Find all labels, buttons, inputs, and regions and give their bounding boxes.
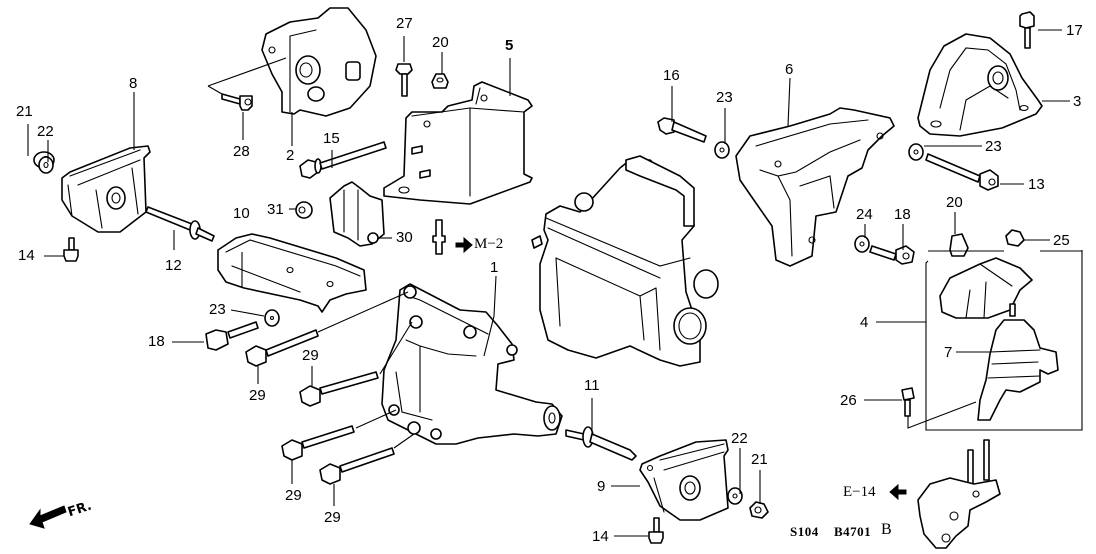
- callout-20-top[interactable]: 20: [432, 34, 449, 51]
- callout-5[interactable]: 5: [505, 37, 514, 54]
- callout-23-mid[interactable]: 23: [716, 89, 733, 106]
- callout-15[interactable]: 17: [1066, 22, 1083, 39]
- callout-29-d[interactable]: 29: [324, 509, 341, 526]
- part-16-bolt[interactable]: [299, 141, 387, 179]
- part-29-bolt-b[interactable]: [299, 371, 379, 407]
- part-30-damper[interactable]: [329, 181, 385, 247]
- callout-12[interactable]: 12: [165, 257, 182, 274]
- callout-29-c[interactable]: 29: [285, 487, 302, 504]
- part-22-washer-right[interactable]: [727, 487, 743, 505]
- part-29-bolt-c[interactable]: [281, 425, 355, 461]
- part-13-bolt[interactable]: [925, 153, 999, 191]
- crossref-m2[interactable]: M−2: [474, 236, 504, 252]
- callout-19[interactable]: 18: [148, 333, 165, 350]
- diagram-revision: B: [881, 521, 893, 538]
- part-11-stud[interactable]: [565, 426, 637, 461]
- part-stud-m2[interactable]: [432, 219, 446, 255]
- part-23-washer-mid[interactable]: [714, 141, 730, 159]
- group-4-frame: [925, 250, 1083, 431]
- part-31-nut[interactable]: [295, 201, 313, 219]
- callout-25[interactable]: 25: [1053, 232, 1070, 249]
- part-22-washer-left[interactable]: [38, 156, 54, 174]
- callout-22[interactable]: 22: [37, 123, 54, 140]
- engine-block: [531, 155, 719, 367]
- part-23-washer-right[interactable]: [908, 143, 924, 161]
- part-29-bolt-a[interactable]: [245, 329, 319, 367]
- callout-29-a[interactable]: 29: [249, 387, 266, 404]
- callout-26[interactable]: 26: [840, 392, 857, 409]
- callout-23-left[interactable]: 23: [209, 301, 226, 318]
- callout-24[interactable]: 24: [856, 206, 873, 223]
- callout-7[interactable]: 7: [944, 344, 953, 361]
- callout-28[interactable]: 28: [233, 143, 250, 160]
- callout-31[interactable]: 31: [267, 201, 284, 218]
- callout-18[interactable]: 18: [894, 206, 911, 223]
- part-12-stud[interactable]: [145, 206, 215, 242]
- callout-10[interactable]: 10: [233, 205, 250, 222]
- part-14-bolt-left[interactable]: [63, 237, 79, 262]
- callout-21[interactable]: 21: [16, 103, 33, 120]
- part-18-bolt[interactable]: [869, 245, 915, 265]
- part-20-nut-right[interactable]: [949, 233, 969, 257]
- part-3-mount[interactable]: [917, 33, 1043, 137]
- part-15-bolt[interactable]: [1019, 11, 1035, 49]
- part-e14-bracket[interactable]: [917, 439, 1001, 549]
- arrow-m2-icon: [455, 236, 473, 254]
- callout-4[interactable]: 4: [860, 314, 869, 331]
- callout-8[interactable]: 8: [129, 75, 138, 92]
- callout-2[interactable]: 2: [286, 147, 295, 164]
- callout-29-b[interactable]: 29: [302, 347, 319, 364]
- part-4-shield[interactable]: [939, 257, 1033, 319]
- callout-30[interactable]: 30: [396, 229, 413, 246]
- part-10-bracket[interactable]: [217, 233, 367, 313]
- callout-9[interactable]: 9: [597, 478, 606, 495]
- part-8-mount[interactable]: [61, 145, 151, 233]
- part-26-bolt[interactable]: [901, 387, 977, 429]
- front-direction-arrow-icon: [29, 505, 67, 529]
- part-6-bracket[interactable]: [735, 107, 895, 267]
- part-9-mount[interactable]: [639, 439, 729, 521]
- part-21-nut-right[interactable]: [749, 501, 769, 519]
- part-27-bolt[interactable]: [395, 63, 413, 97]
- part-19-bolt[interactable]: [205, 321, 259, 351]
- diagram-code: S104: [790, 524, 819, 539]
- callout-14-right[interactable]: 14: [592, 528, 609, 545]
- callout-13[interactable]: 13: [1028, 176, 1045, 193]
- callout-14[interactable]: 14: [18, 247, 35, 264]
- callout-6[interactable]: 6: [785, 61, 794, 78]
- callout-17[interactable]: 16: [663, 67, 680, 84]
- callout-16[interactable]: 15: [323, 130, 340, 147]
- part-17-bolt[interactable]: [657, 117, 707, 143]
- part-28-bolt[interactable]: [221, 93, 253, 111]
- part-23-washer-left[interactable]: [264, 309, 280, 327]
- part-14-bolt-right[interactable]: [648, 517, 664, 544]
- callout-11[interactable]: 11: [584, 377, 600, 394]
- crossref-e14[interactable]: E−14: [843, 484, 876, 500]
- part-29-bolt-d[interactable]: [319, 447, 395, 485]
- part-25-nut[interactable]: [1005, 229, 1025, 247]
- part-7-mount[interactable]: [977, 303, 1059, 421]
- arrow-e14-icon: [889, 483, 907, 501]
- part-24-washer[interactable]: [854, 235, 870, 253]
- callout-3[interactable]: 3: [1073, 93, 1082, 110]
- part-5-bracket[interactable]: [383, 81, 533, 205]
- callout-20-right[interactable]: 20: [946, 194, 963, 211]
- callout-27[interactable]: 27: [396, 15, 413, 32]
- callout-22-right[interactable]: 22: [731, 430, 748, 447]
- callout-1[interactable]: 1: [490, 259, 499, 276]
- part-20-nut-top[interactable]: [431, 73, 449, 89]
- leader-lines: [27, 29, 1070, 537]
- callout-21-right[interactable]: 21: [751, 451, 768, 468]
- callout-23-right[interactable]: 23: [985, 138, 1002, 155]
- part-1-bracket[interactable]: [381, 283, 563, 445]
- part-2-mount[interactable]: [261, 7, 377, 117]
- diagram-ref: B4701: [834, 524, 872, 539]
